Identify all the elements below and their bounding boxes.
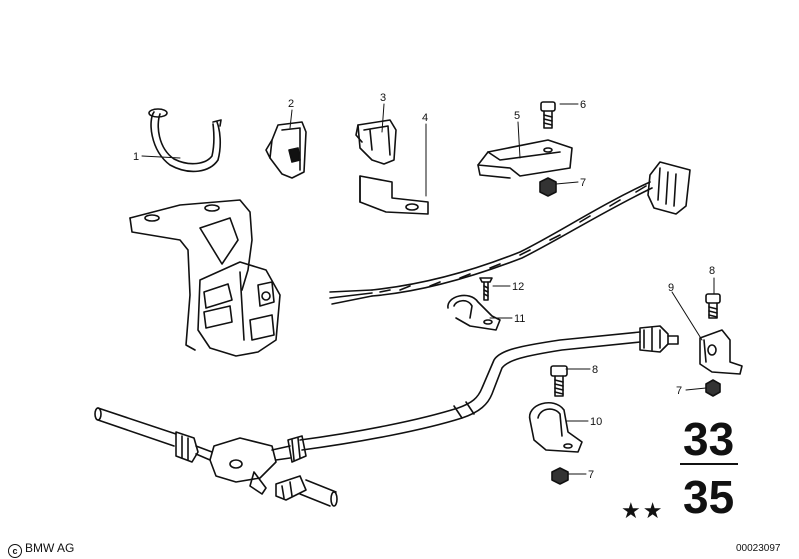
- part-8-bolt-right: [705, 293, 721, 319]
- callout-8-right: 8: [709, 265, 715, 277]
- callout-11: 11: [514, 313, 525, 325]
- part-7-nut-upper: [539, 177, 557, 197]
- group-divider: [680, 463, 738, 465]
- copyright-icon: c: [8, 544, 22, 558]
- wiring-harness: [329, 161, 691, 305]
- part-4-bracket-plate: [359, 175, 429, 215]
- callout-6: 6: [580, 99, 586, 111]
- part-9-bracket: [699, 329, 743, 375]
- part-3-clip: [355, 119, 397, 165]
- stars-marker: ★★: [621, 499, 665, 524]
- part-10-pipe-clip: [529, 401, 583, 453]
- part-12-screw: [479, 277, 493, 301]
- part-11-pipe-clip: [447, 294, 501, 331]
- part-6-bolt: [540, 101, 556, 129]
- fuel-line-left-tee: [94, 407, 338, 507]
- part-2-clip: [265, 121, 307, 179]
- callout-3: 3: [380, 92, 386, 104]
- pump-bracket-assembly: [129, 199, 281, 357]
- callout-4: 4: [422, 112, 428, 124]
- part-8-bolt-middle: [550, 365, 568, 397]
- callout-7-right: 7: [676, 385, 682, 397]
- callout-2: 2: [288, 98, 294, 110]
- callout-10: 10: [590, 416, 602, 428]
- document-number: 00023097: [736, 543, 781, 554]
- callout-9: 9: [668, 282, 674, 294]
- callout-8-middle: 8: [592, 364, 598, 376]
- part-7-nut-right: [705, 379, 721, 397]
- part-1-strap-clamp: [148, 108, 222, 173]
- part-7-nut-lower: [551, 467, 569, 485]
- copyright-text: BMW AG: [25, 541, 75, 555]
- group-number-bottom: 35: [683, 471, 735, 523]
- callout-7-upper: 7: [580, 177, 586, 189]
- callout-12: 12: [512, 281, 524, 293]
- leader-lines: [141, 103, 715, 475]
- callout-7-lower: 7: [588, 469, 594, 481]
- callout-1: 1: [133, 151, 139, 163]
- callout-5: 5: [514, 110, 520, 122]
- callouts: 1 2 3 4 5 6 7 8 9 12 11 7 8 10 7: [133, 92, 715, 481]
- group-number-top: 33: [683, 413, 735, 465]
- part-5-holder: [477, 139, 573, 179]
- fuel-line: [299, 325, 679, 451]
